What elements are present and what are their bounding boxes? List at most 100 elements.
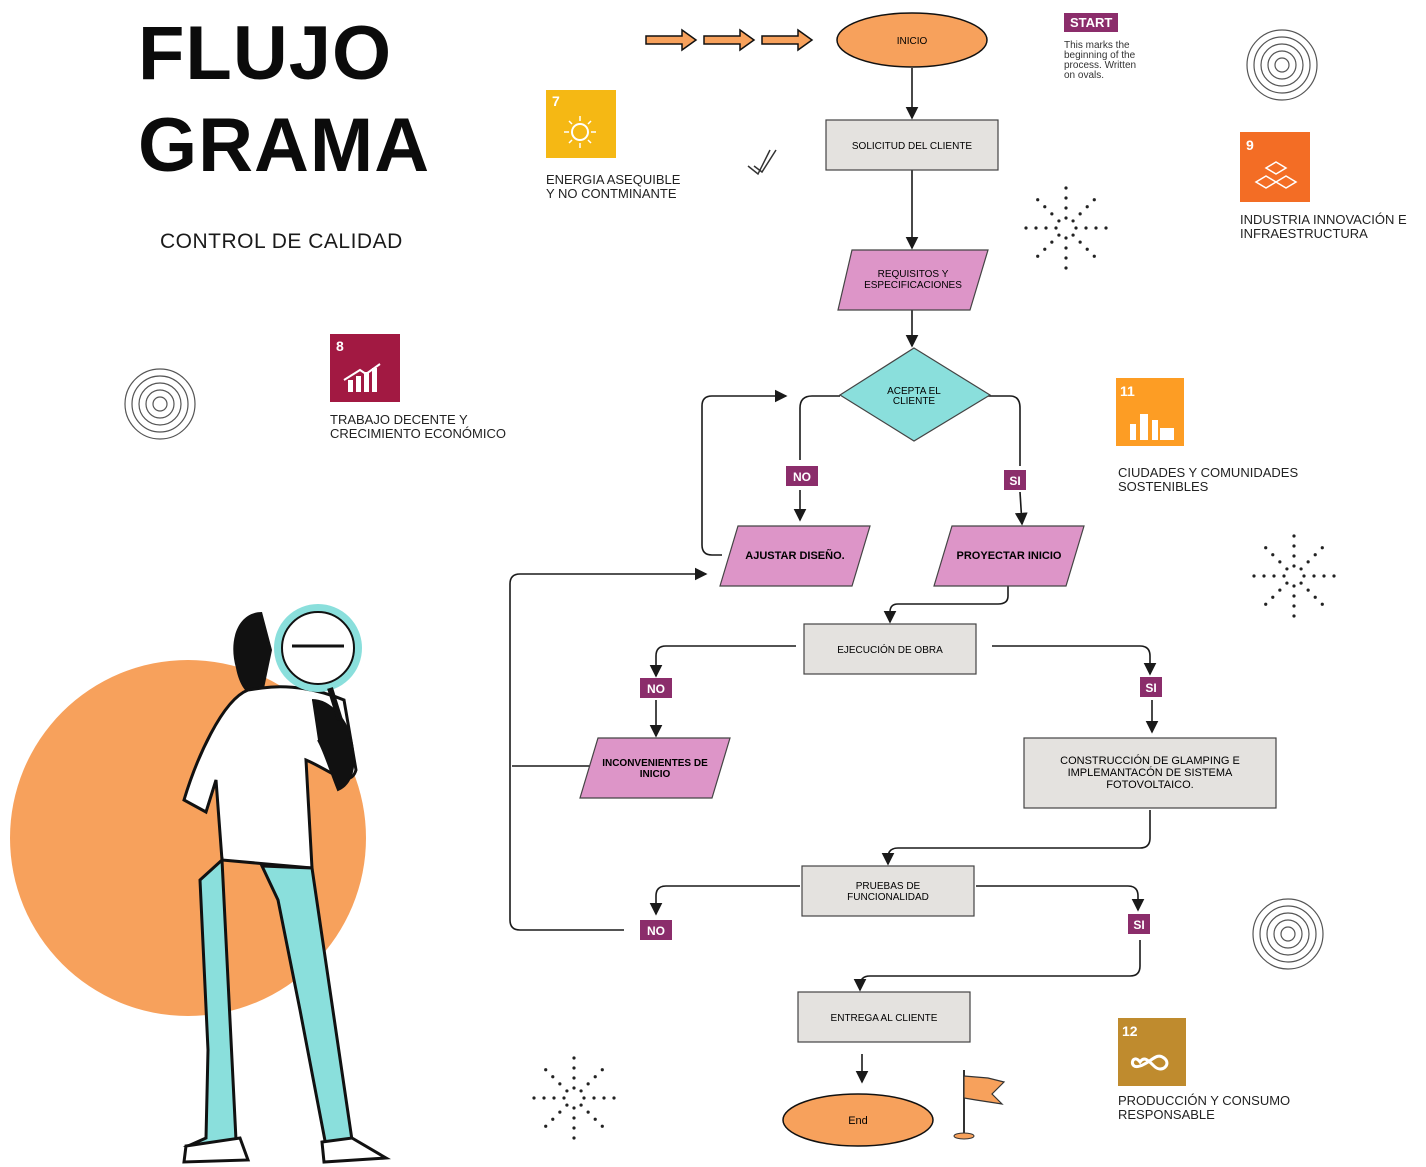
svg-text:12: 12	[1122, 1023, 1138, 1039]
sparkle-dot	[572, 1076, 576, 1080]
sparkle-dot	[579, 1089, 583, 1093]
sparkle-dot	[1071, 219, 1075, 223]
page-subtitle: CONTROL DE CALIDAD	[160, 230, 403, 253]
requisitos-label-2: ESPECIFICACIONES	[864, 280, 962, 291]
sparkle-dot	[1104, 226, 1108, 230]
sparkle-dot	[551, 1117, 555, 1121]
flow-connectors	[509, 68, 1159, 1084]
sparkle-dot	[1064, 236, 1068, 240]
sdg12-infinity-icon: 12	[1118, 1018, 1186, 1086]
sparkle-dot	[1264, 602, 1268, 606]
sparkle-dot	[1071, 233, 1075, 237]
inconvenientes-label-1: INCONVENIENTES DE	[602, 758, 708, 769]
sparkle-dot	[1292, 614, 1296, 618]
construccion-label-3: FOTOVOLTAICO.	[1106, 779, 1193, 791]
sparkle-dot	[593, 1117, 597, 1121]
sparkle-dot	[1057, 233, 1061, 237]
process-box-pruebas: PRUEBAS DE FUNCIONALIDAD	[801, 865, 975, 917]
si-tag-label: SI	[1133, 918, 1144, 932]
sparkle-dot	[1299, 567, 1303, 571]
sparkle-dot	[592, 1096, 596, 1100]
end-label: End	[848, 1115, 868, 1127]
sparkle-dot	[572, 1126, 576, 1130]
title-line-2: GRAMA	[138, 103, 431, 188]
sparkle-dot	[1262, 574, 1266, 578]
sparkle-dot	[572, 1116, 576, 1120]
sparkle-dot	[1034, 226, 1038, 230]
si-tag-label: SI	[1009, 474, 1020, 488]
sparkle-dot	[1078, 212, 1082, 216]
svg-text:11: 11	[1120, 383, 1135, 399]
si-tag: SI	[1140, 677, 1162, 697]
sparkle-dot	[586, 1082, 590, 1086]
ejecucion-label: EJECUCIÓN DE OBRA	[837, 643, 943, 656]
solicitud-label: SOLICITUD DEL CLIENTE	[852, 141, 973, 152]
sparkle-dot	[1094, 226, 1098, 230]
sparkle-dot	[1313, 553, 1317, 557]
sparkle-dot	[1282, 574, 1286, 578]
io-shape-proyectar: PROYECTAR INICIO	[933, 525, 1085, 587]
sparkle-dot	[1074, 226, 1078, 230]
sparkle-dot	[572, 1136, 576, 1140]
sparkle-dot	[1292, 604, 1296, 608]
sparkle-dot	[1064, 256, 1068, 260]
sparkle-dot	[1320, 602, 1324, 606]
process-box-entrega: ENTREGA AL CLIENTE	[797, 991, 971, 1043]
sparkle-dot	[572, 1106, 576, 1110]
sdg11-label: CIUDADES Y COMUNIDADES SOSTENIBLES	[1118, 465, 1299, 494]
decision-diamond-acepta: ACEPTA EL CLIENTE	[838, 347, 992, 442]
start-label: INICIO	[897, 36, 928, 47]
requisitos-label-1: REQUISITOS Y	[878, 269, 949, 280]
sparkle-dot	[1299, 581, 1303, 585]
start-legend-tag: START	[1064, 13, 1119, 32]
proyectar-label: PROYECTAR INICIO	[957, 550, 1062, 562]
start-legend-note: This marks the beginning of the process.…	[1064, 40, 1137, 81]
sparkle-dot	[1092, 254, 1096, 258]
no-tag: NO	[786, 466, 818, 486]
sparkle-dot	[572, 1056, 576, 1060]
sparkle-dot	[565, 1089, 569, 1093]
construccion-label-1: CONSTRUCCIÓN DE GLAMPING E	[1060, 754, 1240, 767]
sparkle-dot	[1064, 266, 1068, 270]
sparkle-dot	[552, 1096, 556, 1100]
sparkle-dot	[1078, 240, 1082, 244]
sdg9-label: INDUSTRIA INNOVACIÓN E INFRAESTRUCTURA	[1240, 212, 1407, 241]
sparkle-dot	[1313, 595, 1317, 599]
sparkle-dot	[1292, 544, 1296, 548]
sparkle-dot	[1064, 186, 1068, 190]
sparkle-dot	[1050, 212, 1054, 216]
sparkle-dot	[1271, 553, 1275, 557]
title-line-1: FLUJO	[138, 11, 393, 96]
sparkle-dot	[1278, 588, 1282, 592]
sparkle-dot	[1292, 594, 1296, 598]
concentric-circles-icon	[124, 368, 196, 440]
si-tag-label: SI	[1145, 681, 1156, 695]
sparkle-dot	[586, 1110, 590, 1114]
sparkle-dot	[1292, 554, 1296, 558]
concentric-circles-icon	[1246, 29, 1318, 101]
sparkle-dot	[1285, 567, 1289, 571]
sparkle-dot	[1264, 546, 1268, 550]
no-tag-label: NO	[647, 682, 665, 696]
sparkle-dot	[1092, 198, 1096, 202]
sdg11-city-icon: 11	[1116, 378, 1184, 446]
sparkle-dot	[1312, 574, 1316, 578]
sparkle-dot	[562, 1096, 566, 1100]
sparkle-dot	[1252, 574, 1256, 578]
sdg8-growth-chart-icon: 8	[330, 334, 400, 402]
sparkle-dot	[1292, 564, 1296, 568]
acepta-label-1: ACEPTA EL	[887, 386, 941, 397]
io-shape-inconvenientes: INCONVENIENTES DE INICIO	[579, 737, 731, 799]
sparkle-dot	[600, 1124, 604, 1128]
process-box-solicitud: SOLICITUD DEL CLIENTE	[825, 119, 999, 171]
sparkle-dot	[1285, 581, 1289, 585]
ajustar-label: AJUSTAR DISEÑO.	[745, 549, 844, 562]
construccion-label-2: IMPLEMANTACÓN DE SISTEMA	[1068, 766, 1233, 779]
sparkle-dot	[1085, 205, 1089, 209]
sparkle-dot	[551, 1075, 555, 1079]
sparkle-dot	[1043, 247, 1047, 251]
pruebas-label-1: PRUEBAS DE	[856, 881, 921, 892]
sparkle-dot	[1064, 216, 1068, 220]
svg-text:9: 9	[1246, 137, 1254, 153]
decorative-arrows	[645, 28, 814, 52]
